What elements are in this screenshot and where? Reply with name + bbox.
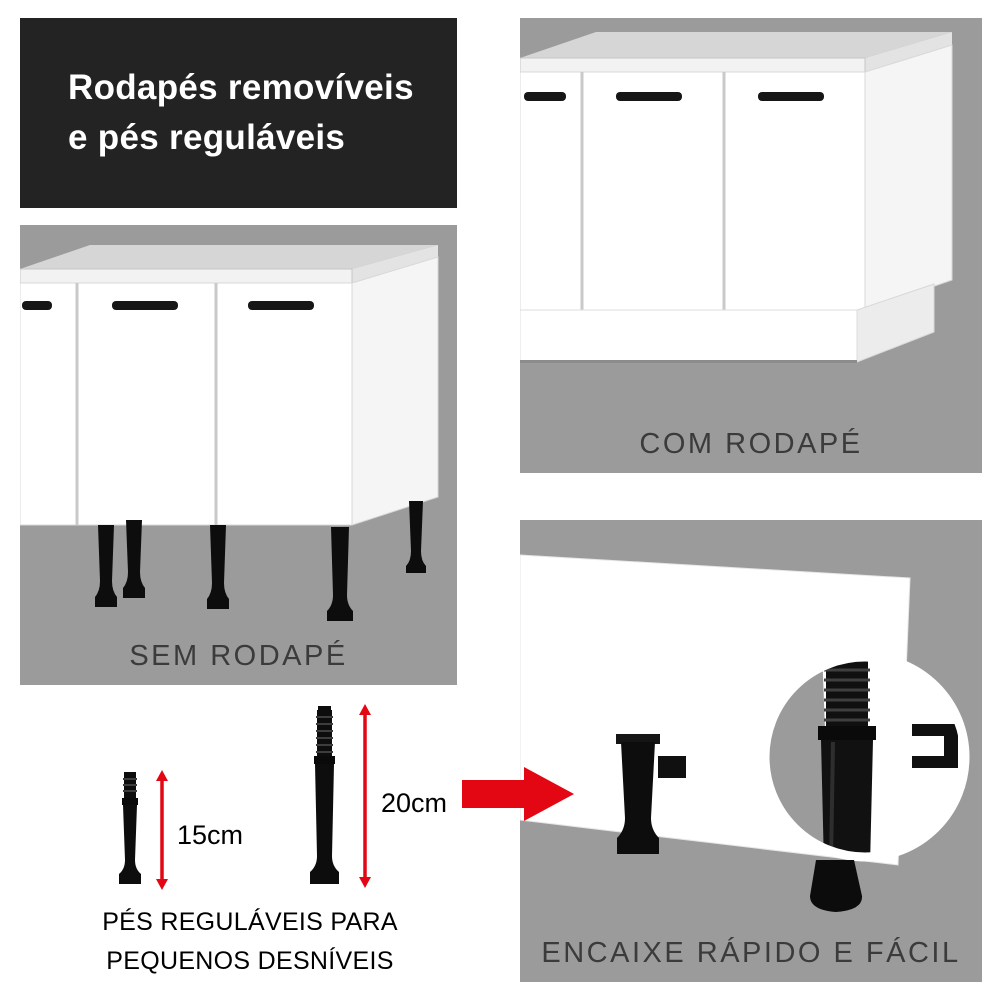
attached-leg <box>616 734 686 854</box>
cabinet-side <box>351 256 439 526</box>
door-handle <box>112 301 178 310</box>
label-encaixe: ENCAIXE RÁPIDO E FÁCIL <box>541 937 961 969</box>
cabinet-with-plinth-illustration <box>520 32 953 363</box>
measurement-large-label: 20cm <box>381 788 448 818</box>
measurement-small-label: 15cm <box>177 820 244 850</box>
panel-encaixe: ENCAIXE RÁPIDO E FÁCIL <box>520 520 982 982</box>
cabinet-doors <box>20 282 353 526</box>
title-line-2: e pés reguláveis <box>68 118 346 157</box>
plinth <box>520 283 935 363</box>
door-handle <box>22 301 52 310</box>
title-line-1: Rodapés removíveis <box>68 68 414 108</box>
cabinet-with-legs-illustration <box>20 245 439 621</box>
red-arrow-right-icon <box>462 767 574 821</box>
measure-arrow-icon <box>359 704 371 888</box>
leg-foot <box>810 860 863 912</box>
feet-caption-line-2: PEQUENOS DESNÍVEIS <box>106 946 394 975</box>
measure-arrow-icon <box>156 770 168 890</box>
panel-com-rodape: COM RODAPÉ <box>520 18 982 473</box>
feet-caption: PÉS REGULÁVEIS PARA PEQUENOS DESNÍVEIS <box>55 903 445 981</box>
label-com-rodape: COM RODAPÉ <box>639 428 863 460</box>
adjustable-foot-small <box>119 772 141 884</box>
door-handle <box>758 92 824 101</box>
leg-attachment-illustration <box>520 554 970 912</box>
door-handle <box>524 92 566 101</box>
cabinet-side <box>864 44 953 311</box>
adjustable-foot-large <box>310 706 339 884</box>
adjustable-legs <box>95 501 426 621</box>
countertop <box>20 245 438 284</box>
label-sem-rodape: SEM RODAPÉ <box>129 640 348 672</box>
title-box: Rodapés removíveis e pés reguláveis <box>20 18 457 208</box>
zoom-circle-detail-icon <box>760 652 970 862</box>
door-handle <box>616 92 682 101</box>
door-handle <box>248 301 314 310</box>
mounting-bracket <box>912 724 958 768</box>
cabinet-doors <box>520 71 866 311</box>
panel-sem-rodape: SEM RODAPÉ <box>20 225 457 685</box>
feet-caption-line-1: PÉS REGULÁVEIS PARA <box>102 908 398 936</box>
